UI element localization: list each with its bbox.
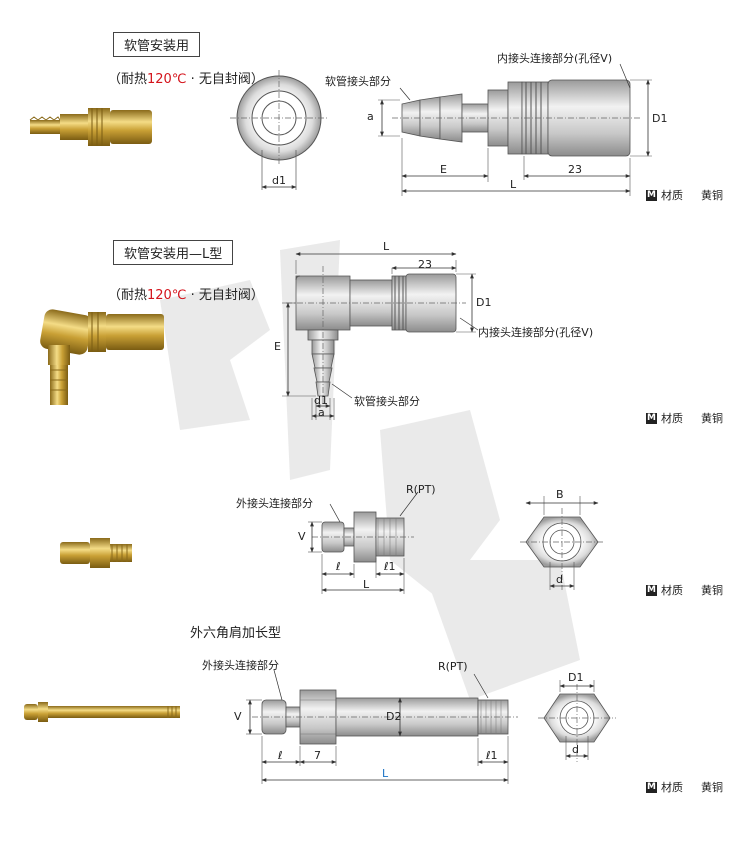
s3-outer-part-label: 外接头连接部分 (236, 497, 313, 510)
side-view-2 (282, 252, 479, 420)
s2-dim-D1: D1 (476, 296, 492, 309)
s4-dim-l1: ℓ1 (486, 749, 498, 762)
section1-note: （耐热120℃ · 无自封阀） (108, 72, 264, 87)
s2-dim-a: a (318, 406, 325, 419)
section1-title: 软管安装用 (113, 32, 201, 57)
s1-inner-part-label: 内接头连接部分(孔径V) (497, 52, 613, 65)
s4-dim-D2: D2 (386, 710, 402, 723)
s3-dim-l1: ℓ1 (384, 560, 396, 573)
material-icon: M (646, 189, 657, 201)
s3-dim-B: B (556, 488, 564, 501)
s4-dim-L: L (382, 767, 389, 780)
s2-inner-part-label: 内接头连接部分(孔径V) (478, 326, 594, 339)
s1-dim-E: E (440, 163, 447, 176)
end-view-1 (230, 70, 328, 190)
s4-dim-D1: D1 (568, 671, 584, 684)
s1-dim-L: L (510, 178, 517, 191)
s2-hose-part-label: 软管接头部分 (354, 395, 420, 408)
hex-end-view-3 (520, 496, 604, 590)
s4-outer-part-label: 外接头连接部分 (202, 659, 279, 672)
s1-dim-D1: D1 (652, 112, 668, 125)
s4-dim-d: d (572, 743, 579, 756)
s1-hose-part-label: 软管接头部分 (325, 75, 391, 88)
s3-dim-L: L (363, 578, 370, 591)
photo-l-coupler (40, 309, 164, 405)
s3-dim-l: ℓ (336, 560, 341, 573)
s2-dim-d1: d1 (314, 394, 328, 407)
s2-dim-E: E (274, 340, 281, 353)
photo-hose-coupler (29, 108, 152, 146)
side-view-3 (308, 491, 419, 594)
s3-dim-V: V (298, 530, 306, 543)
s4-dim-V: V (234, 710, 242, 723)
side-view-1 (378, 63, 652, 196)
s2-dim-23: 23 (418, 258, 432, 271)
photo-extension-plug (24, 702, 180, 722)
s4-dim-l: ℓ (278, 749, 283, 762)
s3-R-label: R(PT) (406, 483, 436, 496)
section2-note: （耐热120℃ · 无自封阀） (108, 288, 264, 303)
s3-dim-d: d (556, 573, 563, 586)
s1-dim-23: 23 (568, 163, 582, 176)
photo-male-plug (60, 538, 132, 568)
hex-end-view-4 (538, 680, 616, 762)
s1-dim-d1: d1 (272, 174, 286, 187)
s1-dim-a: a (367, 110, 374, 123)
s4-dim-7: 7 (314, 749, 321, 762)
section4-title: 外六角肩加长型 (190, 626, 282, 641)
s2-dim-L: L (383, 240, 390, 253)
section2-title: 软管安装用—L型 (113, 240, 234, 265)
side-view-4 (246, 669, 518, 784)
s4-R-label: R(PT) (438, 660, 468, 673)
